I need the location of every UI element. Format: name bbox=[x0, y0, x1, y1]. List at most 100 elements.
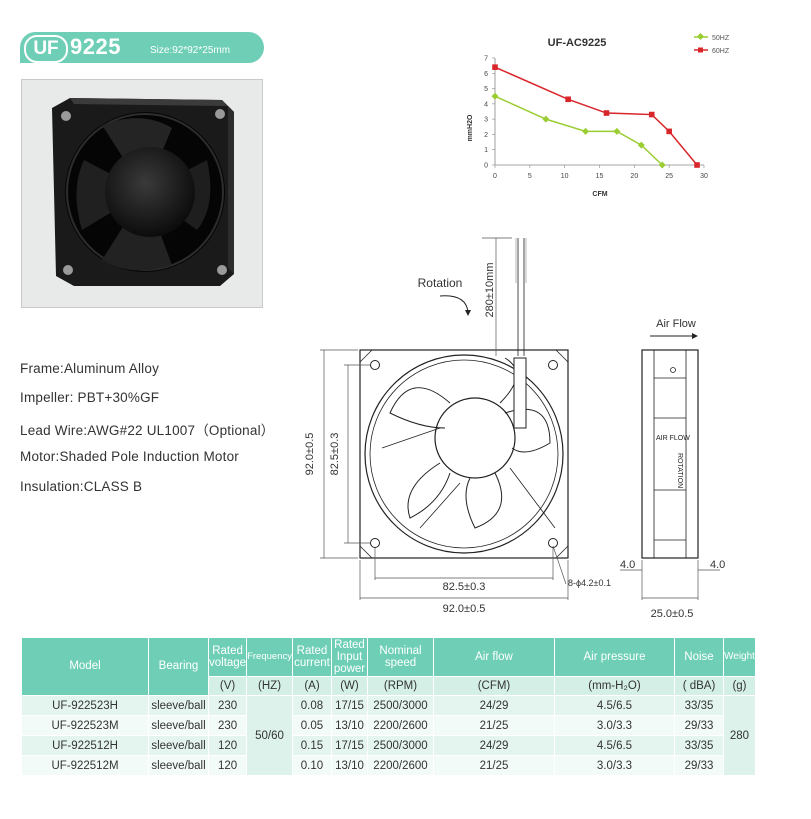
y-tick-label: 3 bbox=[484, 117, 488, 124]
cell-current: 0.05 bbox=[292, 716, 331, 735]
cell-model: UF-922512M bbox=[22, 756, 148, 775]
cell-noise: 33/35 bbox=[674, 736, 723, 755]
legend-50hz: 50HZ bbox=[712, 35, 730, 42]
cell-speed: 2200/2600 bbox=[367, 716, 433, 735]
front-view bbox=[359, 238, 569, 559]
cell-voltage: 230 bbox=[209, 716, 247, 735]
header-pressure: Air pressure bbox=[554, 638, 674, 676]
data-point bbox=[492, 64, 498, 70]
outer-width-label: 92.0±0.5 bbox=[443, 603, 486, 615]
lead-length-label: 280±10mm bbox=[484, 263, 496, 318]
unit-voltage: (V) bbox=[209, 677, 247, 695]
spec-lead-wire: Lead Wire:AWG#22 UL1007（Optional） bbox=[20, 423, 275, 438]
x-tick-label: 10 bbox=[561, 173, 569, 180]
unit-input: (W) bbox=[331, 677, 367, 695]
table-row: UF-922512H sleeve/ball 120 0.15 17/15 25… bbox=[22, 736, 755, 755]
data-point bbox=[565, 96, 571, 103]
holes-label: 8-ϕ4.2±0.1 bbox=[568, 578, 611, 588]
cell-frequency: 50/60 bbox=[247, 696, 292, 775]
depth-dimensions bbox=[620, 560, 720, 600]
y-tick-label: 0 bbox=[484, 163, 488, 170]
spec-frame: Frame:Aluminum Alloy bbox=[20, 361, 160, 376]
header-frequency: Frequency bbox=[247, 638, 292, 676]
header-weight: Weight bbox=[723, 638, 755, 676]
cell-airflow: 24/29 bbox=[433, 696, 554, 715]
cell-model: UF-922523H bbox=[22, 696, 148, 715]
cell-current: 0.15 bbox=[292, 736, 331, 755]
table-row: UF-922523H sleeve/ball 230 50/60 0.08 17… bbox=[22, 696, 755, 775]
cell-voltage: 230 bbox=[209, 696, 247, 715]
data-point bbox=[658, 161, 666, 169]
header-model: Model bbox=[22, 638, 148, 695]
hole-width-label: 82.5±0.3 bbox=[443, 581, 486, 593]
data-point bbox=[637, 141, 645, 149]
hole-height-label: 82.5±0.3 bbox=[329, 433, 341, 476]
cell-input: 13/10 bbox=[331, 716, 367, 735]
unit-noise: ( dBA) bbox=[674, 677, 723, 695]
unit-speed: (RPM) bbox=[367, 677, 433, 695]
cell-noise: 29/33 bbox=[674, 756, 723, 775]
data-point bbox=[613, 127, 621, 135]
cell-bearing: sleeve/ball bbox=[149, 736, 208, 755]
flange-left-label: 4.0 bbox=[620, 559, 635, 571]
data-point bbox=[582, 127, 590, 135]
spec-impeller: Impeller: PBT+30%GF bbox=[20, 390, 160, 405]
data-point bbox=[694, 162, 700, 168]
fan-photo bbox=[21, 79, 263, 308]
y-tick-label: 4 bbox=[484, 101, 488, 108]
side-rotation-label: ROTATION bbox=[676, 453, 683, 488]
rotation-arrow bbox=[439, 295, 471, 316]
legend-60hz: 60HZ bbox=[712, 48, 730, 55]
cell-pressure: 4.5/6.5 bbox=[554, 696, 674, 715]
rotation-label: Rotation bbox=[418, 276, 463, 290]
chart-legend: 50HZ 60HZ bbox=[694, 32, 730, 55]
data-point bbox=[491, 92, 499, 100]
cell-bearing: sleeve/ball bbox=[149, 716, 208, 735]
x-tick-label: 25 bbox=[665, 173, 673, 180]
data-point bbox=[648, 111, 655, 118]
cell-input: 13/10 bbox=[331, 756, 367, 775]
unit-airflow: (CFM) bbox=[433, 677, 554, 695]
flange-right-label: 4.0 bbox=[710, 559, 725, 571]
depth-label: 25.0±0.5 bbox=[651, 608, 694, 620]
table-row: UF-922523M sleeve/ball 230 0.05 13/10 22… bbox=[22, 716, 755, 735]
model-title: 9225 bbox=[70, 34, 121, 59]
y-axis-label: mmH2O bbox=[467, 114, 474, 141]
cell-speed: 2500/3000 bbox=[367, 736, 433, 755]
cell-voltage: 120 bbox=[209, 756, 247, 775]
table-row: UF-922512M sleeve/ball 120 0.10 13/10 22… bbox=[22, 756, 755, 775]
brand-logo: UF bbox=[24, 35, 68, 63]
spec-insulation: Insulation:CLASS B bbox=[20, 479, 143, 494]
x-tick-label: 20 bbox=[630, 173, 638, 180]
unit-current: (A) bbox=[292, 677, 331, 695]
cell-model: UF-922512H bbox=[22, 736, 148, 755]
cell-speed: 2500/3000 bbox=[367, 696, 433, 715]
y-tick-label: 6 bbox=[484, 71, 488, 78]
width-dimensions bbox=[359, 545, 569, 600]
side-view bbox=[641, 349, 699, 559]
x-tick-label: 15 bbox=[596, 173, 604, 180]
series-line-60hz bbox=[494, 66, 698, 166]
outer-height-label: 92.0±0.5 bbox=[304, 433, 316, 476]
side-air-flow-label: AIR FLOW bbox=[656, 435, 690, 442]
cell-speed: 2200/2600 bbox=[367, 756, 433, 775]
air-flow-arrow bbox=[650, 333, 698, 339]
x-tick-label: 30 bbox=[700, 173, 708, 180]
header-noise: Noise bbox=[674, 638, 723, 676]
cell-noise: 29/33 bbox=[674, 716, 723, 735]
technical-drawings: Rotation 280±10mm 92.0±0.5 82.5±0.3 82.5… bbox=[304, 237, 725, 620]
fan-photo-illustration bbox=[22, 80, 262, 307]
unit-weight: (g) bbox=[723, 677, 755, 695]
cell-pressure: 3.0/3.3 bbox=[554, 716, 674, 735]
chart-title: UF-AC9225 bbox=[548, 37, 607, 49]
chart-grid bbox=[492, 57, 705, 168]
chart-series bbox=[491, 64, 700, 169]
y-tick-label: 5 bbox=[484, 86, 488, 93]
spec-motor: Motor:Shaded Pole Induction Motor bbox=[20, 449, 239, 464]
